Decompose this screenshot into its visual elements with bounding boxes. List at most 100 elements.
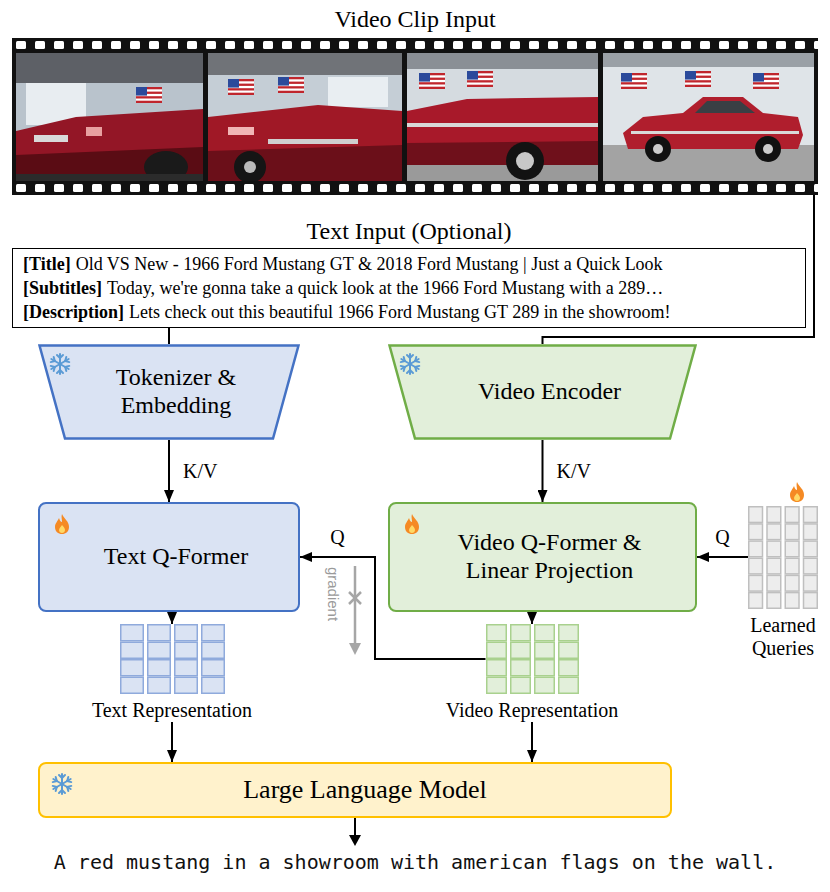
film-strip xyxy=(12,38,818,195)
video-frame xyxy=(506,142,544,180)
video-frame xyxy=(753,73,779,89)
token-grid xyxy=(120,624,225,694)
token-cell xyxy=(201,625,224,641)
qformer-box: Video Q-Former & Linear Projection xyxy=(388,502,697,612)
token-cell xyxy=(147,660,170,676)
video-frame xyxy=(603,53,814,181)
gradient-note: gradient xyxy=(325,567,342,621)
token-cell xyxy=(749,541,763,557)
token-cell xyxy=(174,642,197,658)
connector-arrow xyxy=(168,440,170,502)
video-frame xyxy=(407,53,598,69)
token-cell xyxy=(174,660,197,676)
token-cell xyxy=(749,593,763,609)
token-cell xyxy=(120,642,143,658)
trainable-icon xyxy=(785,480,809,504)
frozen-icon xyxy=(50,772,74,796)
video-frame xyxy=(645,136,671,162)
connector-arrow xyxy=(697,556,748,558)
token-cell xyxy=(767,541,781,557)
output-arrow xyxy=(349,818,361,846)
output-arrow xyxy=(354,818,356,836)
token-cell xyxy=(804,575,818,591)
edge-label: Q xyxy=(713,526,731,548)
token-cell xyxy=(510,642,530,658)
text-token-grid: Text Representation xyxy=(60,624,284,722)
field-value: Lets check out this beautiful 1966 Ford … xyxy=(129,302,671,322)
token-cell xyxy=(534,677,554,693)
stop-gradient-arrow xyxy=(349,592,361,604)
node-caption: Text Representation xyxy=(60,699,284,722)
stop-gradient-arrow xyxy=(349,643,361,655)
token-cell xyxy=(804,541,818,557)
node-caption: Learned Queries xyxy=(740,614,826,660)
token-cell xyxy=(749,558,763,574)
encoder-trapezoid: Video Encoder xyxy=(388,344,697,440)
token-cell xyxy=(785,524,799,540)
video-frame xyxy=(16,53,203,183)
token-cell xyxy=(804,507,818,523)
node-heading: Text Input (Optional) xyxy=(12,216,806,248)
token-cell xyxy=(785,575,799,591)
field-name: [Description] xyxy=(23,302,124,322)
edge-label: Q xyxy=(328,526,346,548)
video-frame xyxy=(208,53,402,183)
video-frame xyxy=(268,139,358,144)
video-frame xyxy=(16,53,203,181)
node-title: Text Q-Former xyxy=(66,543,286,571)
video-frame xyxy=(419,73,445,89)
stop-gradient-arrow xyxy=(349,566,361,655)
token-cell xyxy=(804,558,818,574)
video-frame xyxy=(136,87,162,103)
token-cell xyxy=(767,558,781,574)
video-frame xyxy=(685,71,711,87)
token-cell xyxy=(147,625,170,641)
field-name: [Title] xyxy=(23,254,71,274)
token-cell xyxy=(558,625,578,641)
llm-box: Large Language Model xyxy=(38,762,672,818)
edge-label: K/V xyxy=(181,460,219,482)
token-cell xyxy=(201,677,224,693)
trainable-icon xyxy=(400,512,424,536)
token-cell xyxy=(767,524,781,540)
video-frame xyxy=(34,135,68,142)
token-grid xyxy=(748,506,818,609)
connector-arrow xyxy=(542,440,544,502)
connector-arrow xyxy=(171,722,173,762)
qformer-box: Text Q-Former xyxy=(38,502,300,612)
token-cell xyxy=(749,507,763,523)
token-cell xyxy=(749,524,763,540)
token-cell xyxy=(785,541,799,557)
output-arrow xyxy=(349,835,361,846)
token-cell xyxy=(120,660,143,676)
token-cell xyxy=(804,593,818,609)
video-frame xyxy=(603,53,814,67)
video-frame xyxy=(407,97,598,165)
film-strip: Video Clip Input xyxy=(12,4,818,195)
text-line: [Description]Lets check out this beautif… xyxy=(23,300,795,324)
text-line: [Title]Old VS New - 1966 Ford Mustang GT… xyxy=(23,252,795,276)
text-line: [Subtitles]Today, we're gonna take a qui… xyxy=(23,276,795,300)
trainable-icon xyxy=(50,512,74,536)
node-title: Large Language Model xyxy=(85,775,645,805)
field-name: [Subtitles] xyxy=(23,278,102,298)
token-cell xyxy=(767,593,781,609)
token-cell xyxy=(558,660,578,676)
learned-queries: Learned Queries xyxy=(740,480,826,660)
video-frame xyxy=(603,53,814,181)
token-cell xyxy=(120,625,143,641)
video-frame xyxy=(328,77,388,107)
token-cell xyxy=(120,677,143,693)
video-frame xyxy=(603,145,814,181)
token-cell xyxy=(749,575,763,591)
token-cell xyxy=(534,660,554,676)
token-cell xyxy=(510,625,530,641)
video-frame xyxy=(763,144,773,154)
field-value: Old VS New - 1966 Ford Mustang GT & 2018… xyxy=(76,254,663,274)
token-cell xyxy=(147,677,170,693)
token-cell xyxy=(510,677,530,693)
token-cell xyxy=(147,642,170,658)
token-cell xyxy=(486,677,506,693)
